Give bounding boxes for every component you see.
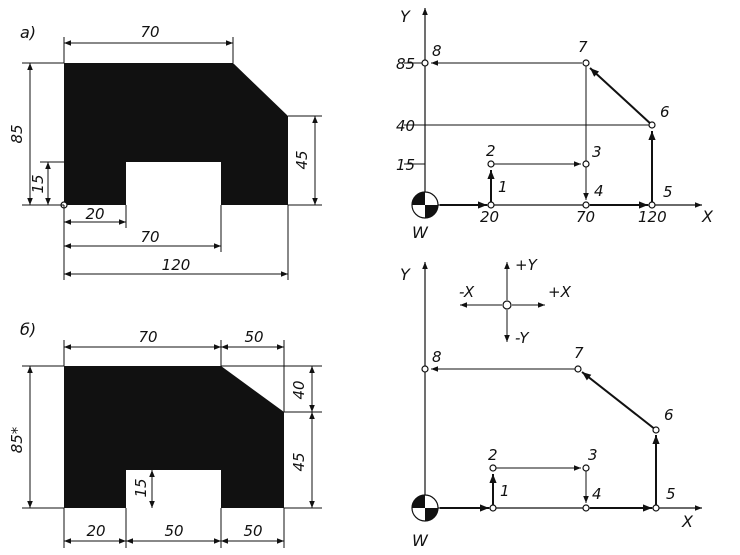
dim-bottom-20-b: 20	[86, 522, 105, 540]
plot-b-point-1: 1	[500, 482, 510, 500]
plot-a-xtick-70: 70	[576, 208, 595, 226]
plot-b-origin-symbol	[411, 494, 439, 522]
dim-top-50-b: 50	[244, 328, 263, 346]
panel-b-label: б)	[20, 320, 36, 339]
plot-b-point-6: 6	[664, 406, 674, 424]
plot-a-point-6: 6	[660, 103, 670, 121]
plot-a-ytick-40: 40	[396, 117, 415, 135]
dim-top-70: 70	[140, 23, 159, 41]
plot-a-ytick-85: 85	[396, 55, 415, 73]
plot-a-xtick-120: 120	[638, 208, 667, 226]
panel-b: б) 70 50 85* 15 40 45 20 50	[8, 320, 322, 548]
plot-b: Y X W +Y -Y +X -X	[400, 256, 702, 550]
plot-b-axis-y-label: Y	[400, 265, 411, 284]
dim-bottom-120: 120	[162, 256, 191, 274]
plot-b-point-7: 7	[574, 344, 584, 362]
dim-right-45-b: 45	[290, 452, 308, 471]
plot-a-point-1: 1	[498, 178, 508, 196]
plot-a-point-5: 5	[663, 183, 673, 201]
plot-b-point-4: 4	[592, 485, 602, 503]
plot-a-point-3: 3	[592, 143, 602, 161]
dim-left-15: 15	[29, 174, 47, 193]
dim-bottom-20: 20	[85, 205, 104, 223]
part-b-shape	[64, 366, 284, 508]
dim-bottom-50-b: 50	[164, 522, 183, 540]
dim-notch-15-b: 15	[132, 478, 150, 497]
dim-left-85-b: 85*	[8, 426, 26, 453]
plot-a-point-2: 2	[486, 142, 496, 160]
part-a-shape	[64, 63, 288, 205]
plot-b-point-5: 5	[666, 485, 676, 503]
plot-a-point-8: 8	[432, 42, 442, 60]
plot-a-point-4: 4	[594, 182, 604, 200]
plot-b-point-2: 2	[488, 446, 498, 464]
plot-a-ytick-15: 15	[396, 156, 415, 174]
dir-minus-y: -Y	[515, 329, 530, 347]
plot-a: Y X W 85 40 15 20 70 120	[396, 7, 714, 242]
plot-b-point-3: 3	[588, 446, 598, 464]
plot-a-xtick-20: 20	[480, 208, 499, 226]
plot-b-axis-x-label: X	[681, 512, 694, 531]
dim-bottom-70: 70	[140, 228, 159, 246]
dir-plus-x: +X	[548, 283, 572, 301]
panel-a-label: a)	[20, 23, 36, 42]
dir-plus-y: +Y	[515, 256, 539, 274]
dim-left-85: 85	[8, 124, 26, 143]
plot-a-axis-y-label: Y	[400, 7, 411, 26]
plot-b-point-8: 8	[432, 348, 442, 366]
plot-a-origin-label: W	[412, 223, 429, 242]
dim-bottom-50b-b: 50	[243, 522, 262, 540]
dir-minus-x: -X	[459, 283, 475, 301]
direction-cross	[460, 262, 545, 342]
plot-b-origin-label: W	[412, 531, 429, 550]
panel-a: a) 70 85 15 45 20 70 120	[8, 23, 322, 280]
plot-a-origin-symbol	[411, 191, 439, 219]
plot-a-point-7: 7	[578, 38, 588, 56]
dim-top-70-b: 70	[138, 328, 157, 346]
dim-right-45: 45	[293, 150, 311, 169]
dim-right-40-b: 40	[290, 380, 308, 399]
plot-a-axis-x-label: X	[701, 207, 714, 226]
